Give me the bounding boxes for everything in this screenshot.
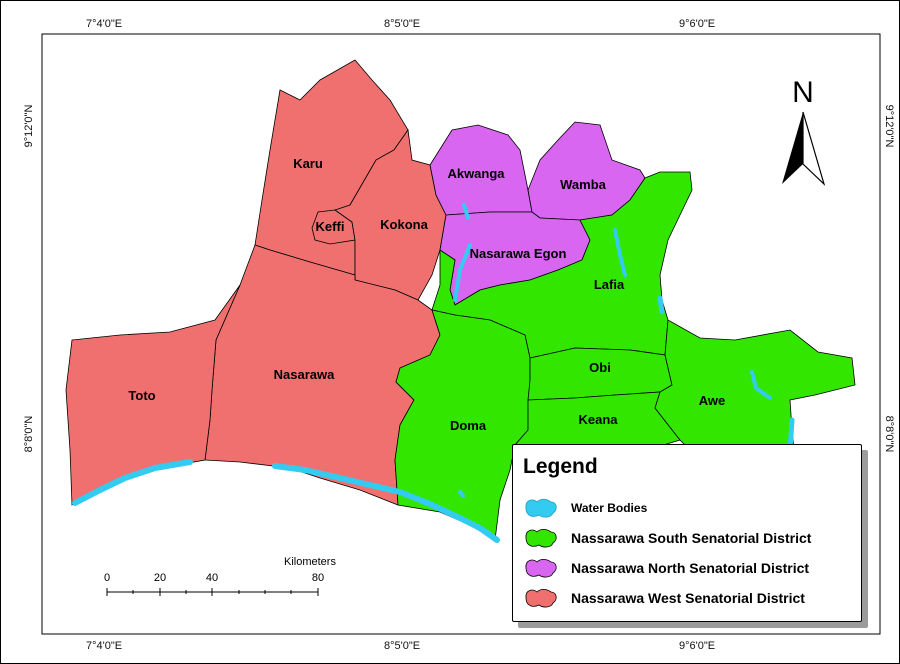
coord-bottom-1: 7°4'0"E xyxy=(86,640,123,652)
lga-label-toto: Toto xyxy=(128,388,155,403)
legend-label-water: Water Bodies xyxy=(571,501,648,515)
legend-label-north: Nassarawa North Senatorial District xyxy=(571,560,810,576)
scale-bar-title: Kilometers xyxy=(284,556,336,568)
coord-left-2: 8°8'0"N xyxy=(23,415,35,453)
water-river-south-west xyxy=(72,459,193,506)
water-pond-lafia xyxy=(657,295,665,315)
lga-label-obi: Obi xyxy=(589,360,611,375)
legend-item-west: Nassarawa West Senatorial District xyxy=(523,585,805,611)
west-district xyxy=(65,59,447,506)
lga-label-karu: Karu xyxy=(293,156,323,171)
lga-label-akwanga: Akwanga xyxy=(447,166,505,181)
lga-label-nasarawa: Nasarawa xyxy=(274,367,335,382)
legend-item-south: Nassarawa South Senatorial District xyxy=(523,525,811,551)
legend-label-south: Nassarawa South Senatorial District xyxy=(571,530,812,546)
lga-labels: Karu Keffi Kokona Nasarawa Toto Akwanga … xyxy=(128,156,725,433)
water-stream-egon xyxy=(453,243,472,302)
west-swatch-icon xyxy=(525,588,557,608)
water-stream-awe xyxy=(750,370,772,400)
region-toto[interactable] xyxy=(65,284,241,506)
lga-label-nasarawa-egon: Nasarawa Egon xyxy=(470,246,567,261)
legend-label-west: Nassarawa West Senatorial District xyxy=(571,590,805,606)
north-arrow-icon-half xyxy=(802,111,826,186)
north-swatch-icon xyxy=(525,558,557,578)
scale-bar: Kilometers 0 20 40 80 xyxy=(100,556,336,600)
lga-label-awe: Awe xyxy=(699,393,726,408)
map-neatline xyxy=(41,33,881,635)
scale-label-20: 20 xyxy=(153,572,167,584)
lga-label-lafia: Lafia xyxy=(594,277,625,292)
coord-bottom-3: 9°6'0"E xyxy=(679,640,716,652)
scale-label-40: 40 xyxy=(205,572,219,584)
lga-label-keffi: Keffi xyxy=(316,219,345,234)
coord-top-2: 8°5'0"E xyxy=(384,18,421,30)
scale-label-80: 80 xyxy=(311,572,325,584)
coord-right-1: 9°12'0"N xyxy=(883,104,895,148)
lga-label-doma: Doma xyxy=(450,418,487,433)
north-arrow: N xyxy=(782,76,826,186)
north-arrow-icon xyxy=(782,112,803,184)
lga-label-keana: Keana xyxy=(578,412,618,427)
coord-right-2: 8°8'0"N xyxy=(883,415,895,453)
lga-label-wamba: Wamba xyxy=(560,177,607,192)
water-stream-akwanga xyxy=(462,203,470,220)
legend-title: Legend xyxy=(523,455,598,478)
coord-left-1: 9°12'0"N xyxy=(23,104,35,148)
scale-label-0: 0 xyxy=(103,572,111,584)
scale-bar-graphic xyxy=(106,588,319,596)
north-arrow-label: N xyxy=(792,76,814,109)
water-swatch-icon xyxy=(525,498,557,518)
coord-top-1: 7°4'0"E xyxy=(86,18,123,30)
water-river-south-central xyxy=(272,463,500,543)
legend: Legend Water Bodies Nassarawa South Sena… xyxy=(512,444,862,622)
south-swatch-icon xyxy=(525,528,557,548)
legend-item-water: Water Bodies xyxy=(523,495,647,521)
legend-item-north: Nassarawa North Senatorial District xyxy=(523,555,809,581)
lga-label-kokona: Kokona xyxy=(380,217,428,232)
coord-bottom-2: 8°5'0"E xyxy=(384,640,421,652)
coord-top-3: 9°6'0"E xyxy=(679,18,716,30)
water-pond-doma xyxy=(458,490,465,498)
north-district xyxy=(429,121,646,306)
water-stream-lafia xyxy=(613,228,627,277)
